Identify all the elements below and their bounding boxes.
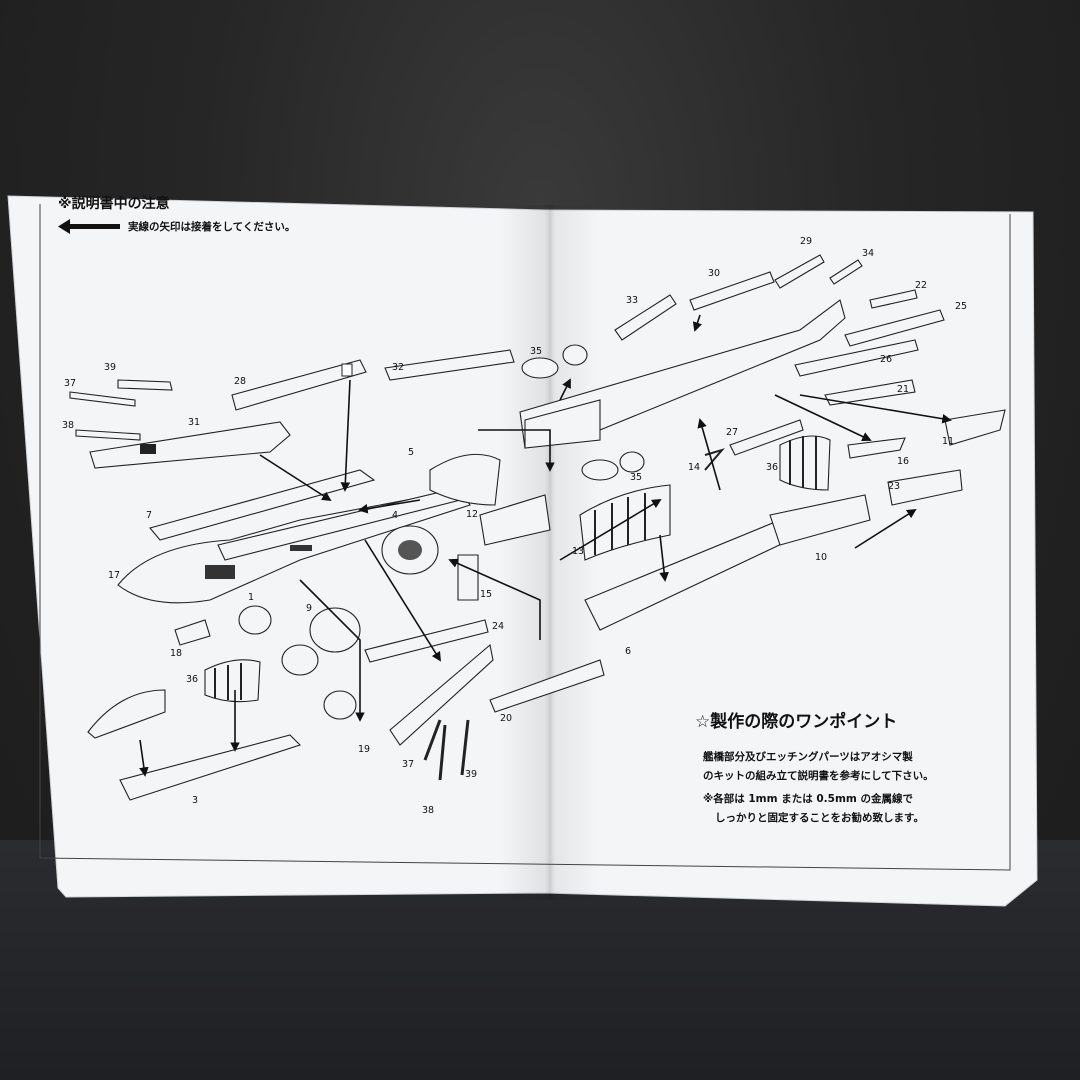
part-label: 17 xyxy=(108,570,120,581)
part-label: 38 xyxy=(422,805,434,816)
part-label: 32 xyxy=(392,362,404,373)
part-label: 18 xyxy=(170,648,182,659)
part-label: 10 xyxy=(815,552,827,563)
fold-crease xyxy=(500,205,600,900)
part-label: 3 xyxy=(192,795,198,806)
header-arrow-icon xyxy=(58,219,120,234)
onepoint-line-2: のキットの組み立て説明書を参考にして下さい。 xyxy=(703,769,934,782)
onepoint-line-4: しっかりと固定することをお勧め致します。 xyxy=(715,811,924,824)
part-label: 20 xyxy=(500,713,512,724)
part-label: 31 xyxy=(188,417,200,428)
part-label: 28 xyxy=(234,376,246,387)
part-label: 27 xyxy=(726,427,738,438)
part-label: 23 xyxy=(888,481,900,492)
part-number-labels: 29 34 30 22 33 25 35 32 26 28 39 21 37 3… xyxy=(62,236,967,816)
part-label: 6 xyxy=(625,646,631,657)
part-label: 39 xyxy=(104,362,116,373)
part-label: 19 xyxy=(358,744,370,755)
onepoint-line-1: 艦橋部分及びエッチングパーツはアオシマ製 xyxy=(703,750,913,763)
part-label: 16 xyxy=(897,456,909,467)
part-label: 22 xyxy=(915,280,927,291)
leader-lines xyxy=(139,314,952,777)
header-title: ※説明書中の注意 xyxy=(58,195,170,212)
part-label: 36 xyxy=(186,674,198,685)
part-label: 24 xyxy=(492,621,504,632)
part-label: 9 xyxy=(306,603,312,614)
part-label: 26 xyxy=(880,354,892,365)
part-label: 14 xyxy=(688,462,700,473)
part-label: 5 xyxy=(408,447,414,458)
part-label: 37 xyxy=(402,759,414,770)
part-label: 25 xyxy=(955,301,967,312)
part-label: 37 xyxy=(64,378,76,389)
page-border xyxy=(39,204,1011,871)
part-label: 11 xyxy=(942,436,954,447)
part-label: 1 xyxy=(248,592,254,603)
part-label: 36 xyxy=(766,462,778,473)
onepoint-heading: ☆製作の際のワンポイント xyxy=(695,711,897,732)
part-label: 35 xyxy=(530,346,542,357)
part-label: 12 xyxy=(466,509,478,520)
onepoint-line-3: ※各部は 1mm または 0.5mm の金属線で xyxy=(703,792,913,805)
part-label: 33 xyxy=(626,295,638,306)
part-label: 39 xyxy=(465,769,477,780)
part-label: 15 xyxy=(480,589,492,600)
part-label: 35 xyxy=(630,472,642,483)
part-label: 21 xyxy=(897,384,909,395)
part-label: 34 xyxy=(862,248,874,259)
part-label: 7 xyxy=(146,510,152,521)
part-label: 13 xyxy=(572,546,584,557)
part-label: 29 xyxy=(800,236,812,247)
part-label: 38 xyxy=(62,420,74,431)
header-note: 実線の矢印は接着をしてください。 xyxy=(128,220,295,233)
part-label: 4 xyxy=(392,510,398,521)
part-label: 30 xyxy=(708,268,720,279)
